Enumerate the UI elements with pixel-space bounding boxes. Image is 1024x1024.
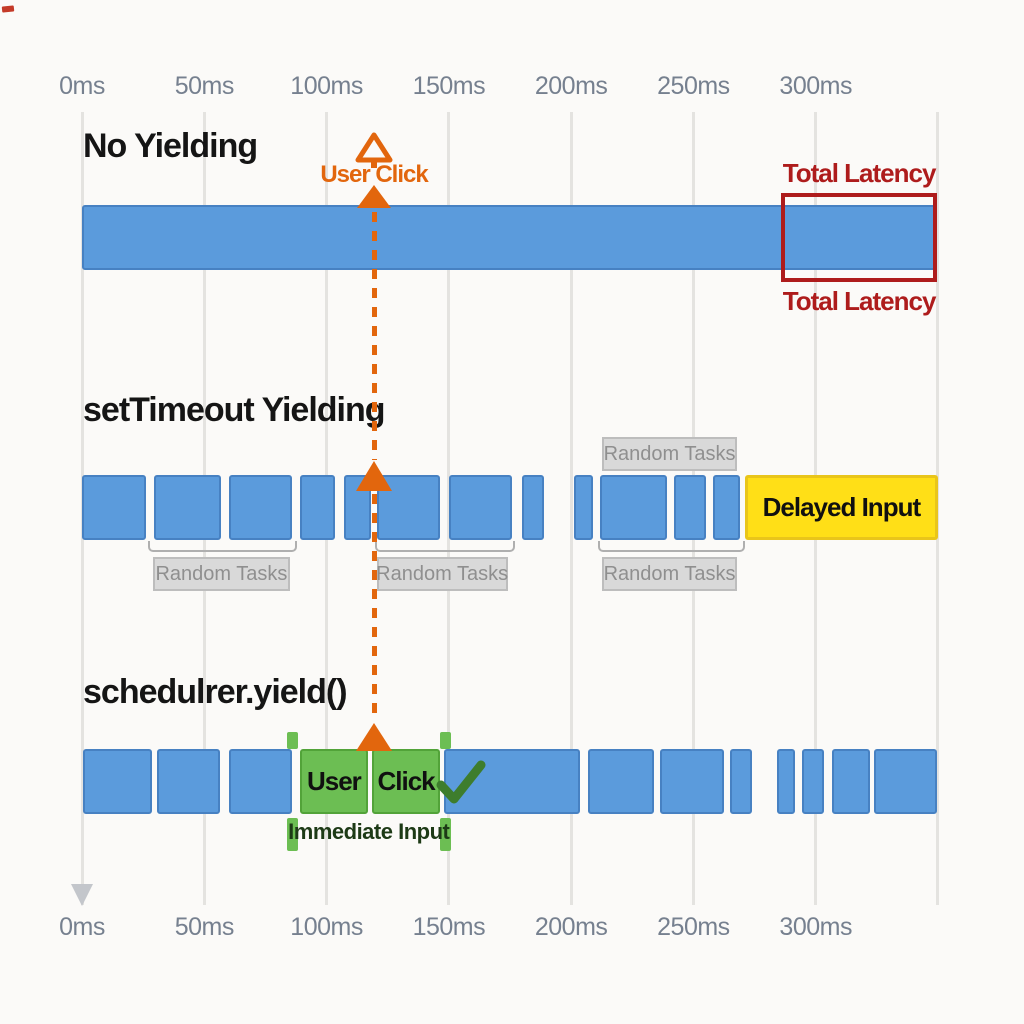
click-dashed-line xyxy=(371,212,377,460)
task-segment xyxy=(82,475,146,540)
task-segment xyxy=(228,475,293,540)
task-segment xyxy=(522,475,545,540)
total-latency-label-bottom: Total Latency xyxy=(782,286,937,316)
axis-tick-label: 300ms xyxy=(779,913,852,941)
random-tasks-label: Random Tasks xyxy=(152,557,290,591)
task-segment xyxy=(712,475,740,540)
task-segment xyxy=(228,749,293,814)
click-dashed-line xyxy=(371,494,377,722)
axis-tick-label: 100ms xyxy=(290,913,363,941)
task-segment xyxy=(573,475,594,540)
corner-mark xyxy=(1,5,15,13)
random-tasks-label: Random Tasks xyxy=(601,437,738,471)
axis-tick-label: 50ms xyxy=(174,913,235,941)
random-tasks-label: Random Tasks xyxy=(601,557,738,591)
task-segment xyxy=(299,475,336,540)
random-tasks-brace xyxy=(375,541,515,552)
row-title-no-yielding: No Yielding xyxy=(83,127,258,165)
immediate-input-label: Immediate Input xyxy=(288,819,450,844)
success-check-icon xyxy=(436,760,486,804)
axis-tick-label: 200ms xyxy=(534,72,608,100)
user-click-pointer-icon xyxy=(355,132,393,168)
axis-tick-label: 100ms xyxy=(290,72,363,100)
task-segment xyxy=(776,749,795,814)
axis-tick-label: 200ms xyxy=(534,913,608,941)
task-segment xyxy=(831,749,870,814)
gridline xyxy=(936,112,940,905)
user-click-task: Click xyxy=(371,749,441,814)
axis-tick-label: 150ms xyxy=(412,72,486,100)
axis-tick-label: 0ms xyxy=(59,72,105,100)
user-click-label: User Click xyxy=(320,161,428,188)
task-segment xyxy=(154,475,222,540)
total-latency-bracket xyxy=(781,193,937,282)
task-segment xyxy=(730,749,753,814)
task-segment xyxy=(874,749,937,814)
axis-down-arrow-icon xyxy=(71,884,93,906)
random-tasks-brace xyxy=(148,541,298,552)
row-title-settimeout-yielding: setTimeout Yielding xyxy=(83,391,386,429)
task-segment xyxy=(83,749,152,814)
click-arrowhead-icon xyxy=(356,461,393,491)
immediate-input-tick xyxy=(286,732,298,749)
axis-tick-label: 150ms xyxy=(412,913,486,941)
axis-tick-label: 50ms xyxy=(174,72,235,100)
immediate-input-tick xyxy=(439,818,451,851)
total-latency-label-top: Total Latency xyxy=(782,158,937,188)
axis-tick-label: 250ms xyxy=(657,72,730,100)
click-arrowhead-icon xyxy=(357,185,392,208)
task-segment xyxy=(448,475,513,540)
task-segment xyxy=(600,475,667,540)
random-tasks-label: Random Tasks xyxy=(376,557,508,591)
user-click-task: User xyxy=(299,749,369,814)
random-tasks-brace xyxy=(598,541,745,552)
gridline xyxy=(569,112,573,905)
click-arrowhead-icon xyxy=(356,723,393,751)
immediate-input-tick xyxy=(439,732,451,749)
delayed-input-box: Delayed Input xyxy=(744,475,938,540)
axis-tick-label: 300ms xyxy=(779,72,852,100)
immediate-input-tick xyxy=(286,818,298,851)
row-title-scheduler-yield: schedulrer.yield() xyxy=(83,673,348,711)
task-segment xyxy=(673,475,706,540)
axis-tick-label: 0ms xyxy=(59,913,105,941)
axis-tick-label: 250ms xyxy=(657,913,730,941)
task-segment xyxy=(588,749,655,814)
task-segment xyxy=(802,749,825,814)
task-segment xyxy=(660,749,724,814)
task-segment xyxy=(82,205,937,270)
task-segment xyxy=(156,749,221,814)
